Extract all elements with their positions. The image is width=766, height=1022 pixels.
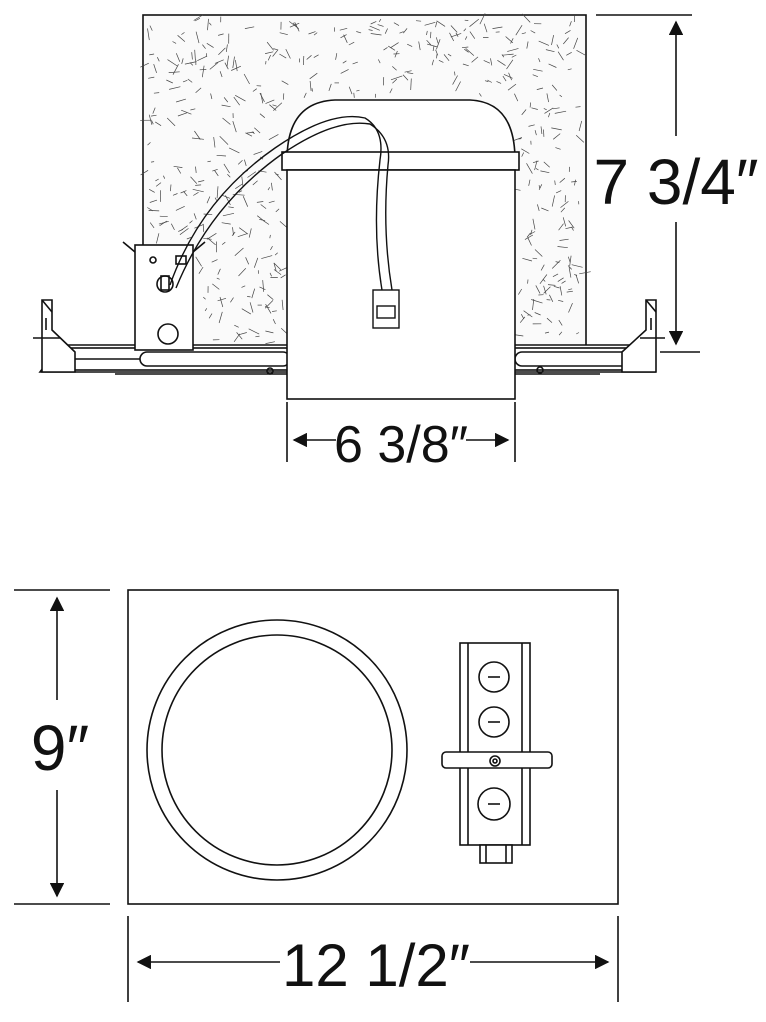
junction-box-top: [441, 642, 553, 864]
frame-width-label: 12 1/2″: [282, 932, 470, 999]
height-label: 7 3/4″: [594, 146, 759, 218]
left-mounting-bracket: [33, 299, 76, 373]
side-view: [33, 13, 665, 400]
can-width-dimension: [286, 402, 516, 462]
housing-can: [281, 99, 520, 400]
top-view: [127, 589, 619, 905]
depth-dimension: [14, 589, 110, 905]
wire-harness: [169, 115, 400, 329]
aperture-inner-ring: [161, 634, 393, 866]
aperture-outer-ring: [146, 619, 408, 881]
frame-width-dimension: [127, 916, 619, 1002]
right-mounting-bracket: [621, 299, 665, 373]
depth-label: 9″: [31, 712, 89, 784]
junction-box: [122, 241, 206, 351]
frame-outline: [127, 589, 619, 905]
can-width-label: 6 3/8″: [334, 416, 468, 474]
height-dimension: [596, 14, 700, 353]
